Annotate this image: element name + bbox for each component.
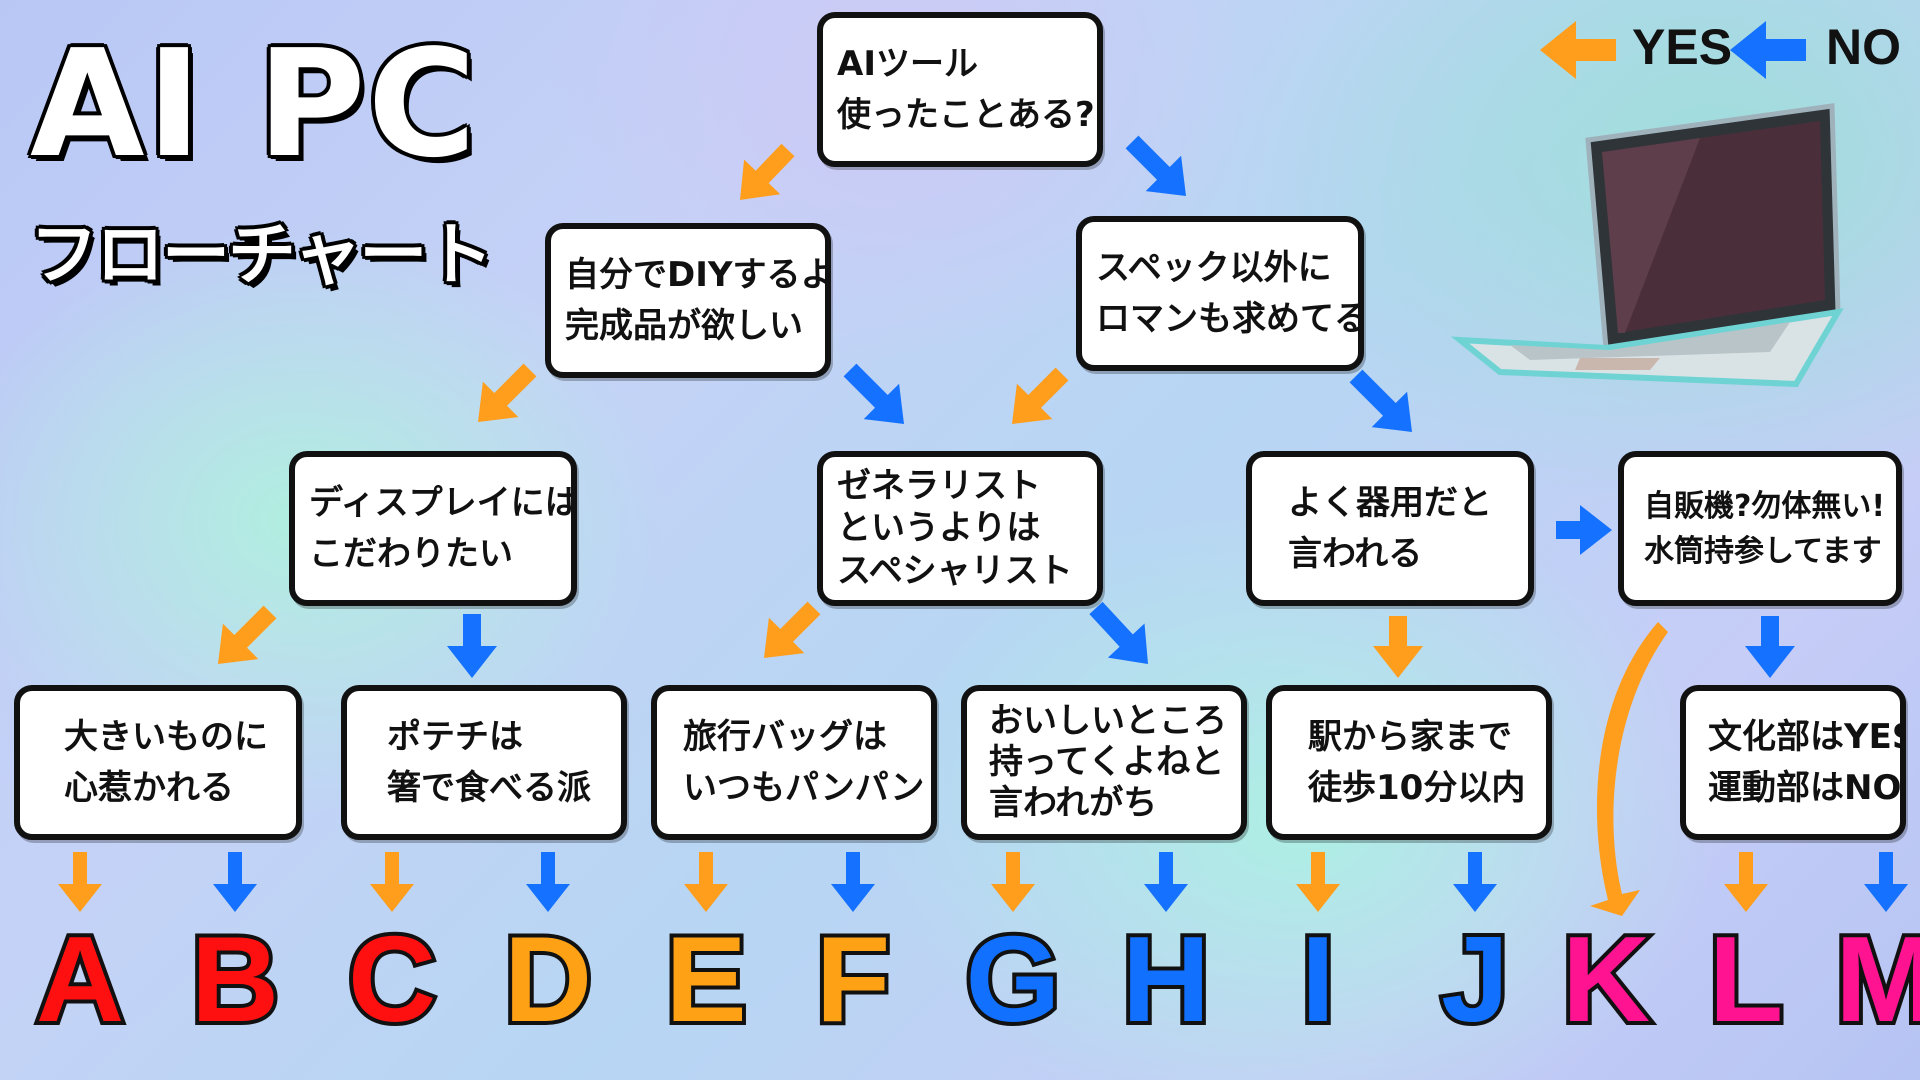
result-letter-g: G	[962, 911, 1065, 1047]
result-letter-l: L	[1705, 911, 1788, 1047]
arrow-to-result-l	[1724, 852, 1768, 912]
result-letter-j: J	[1437, 911, 1513, 1047]
title-sub: フローチャート	[30, 216, 493, 295]
arrow-q7-yes-curved	[1590, 622, 1668, 916]
question-text-line: よく器用だと	[1288, 482, 1492, 523]
question-text-line: おいしいところ	[989, 701, 1227, 742]
arrow-q4-no	[447, 614, 497, 678]
arrow-q5-yes	[764, 601, 821, 658]
question-text-line: 駅から家まで	[1308, 716, 1512, 757]
question-text-line: 言われがち	[989, 782, 1158, 823]
question-text-line: 徒歩10分以内	[1308, 767, 1526, 808]
arrow-to-result-c	[370, 852, 414, 912]
arrow-q2-no	[843, 363, 904, 424]
result-letter-d: D	[500, 911, 596, 1047]
question-box-9: ポテチは箸で食べる派	[341, 685, 627, 840]
arrow-q6-no	[1556, 505, 1612, 555]
arrow-to-result-f	[831, 852, 875, 912]
arrow-to-result-j	[1453, 852, 1497, 912]
question-text-line: というよりは	[837, 508, 1041, 549]
arrow-to-result-g	[991, 852, 1035, 912]
arrow-to-result-d	[526, 852, 570, 912]
question-text-line: 心惹かれる	[64, 767, 234, 808]
result-letter-c: C	[344, 911, 440, 1047]
arrow-q1-yes	[740, 143, 795, 200]
arrow-q5-no	[1089, 601, 1148, 664]
legend-yes-arrow-icon	[1540, 21, 1616, 79]
result-letter-i: I	[1297, 911, 1339, 1047]
arrow-q3-no	[1349, 369, 1412, 432]
question-text-line: いつもパンパン	[683, 767, 925, 808]
question-text-line: 持ってくよねと	[989, 742, 1225, 783]
result-letter-h: H	[1118, 911, 1214, 1047]
question-box-8: 大きいものに心惹かれる	[14, 685, 302, 840]
title-main: AI PC	[30, 18, 479, 190]
arrow-q3-yes	[1012, 367, 1069, 424]
arrow-q4-yes	[218, 605, 277, 664]
question-box-4: ディスプレイにはこだわりたい	[289, 451, 577, 606]
arrow-q7-no	[1745, 616, 1795, 678]
question-box-6: よく器用だと言われる	[1246, 451, 1534, 606]
question-text-line: 旅行バッグは	[683, 716, 887, 757]
arrow-q6-yes	[1373, 616, 1423, 678]
question-text-line: AIツール	[837, 43, 978, 84]
result-letter-f: F	[812, 911, 895, 1047]
arrow-to-result-i	[1296, 852, 1340, 912]
result-letter-e: E	[661, 911, 750, 1047]
arrow-q2-yes	[478, 363, 537, 422]
question-text-line: 完成品が欲しい	[565, 305, 803, 346]
legend-yes-label: YES	[1632, 19, 1733, 75]
question-box-10: 旅行バッグはいつもパンパン	[651, 685, 937, 840]
result-letter-k: K	[1558, 911, 1654, 1047]
arrow-to-result-a	[58, 852, 102, 912]
question-text-line: スペック以外に	[1096, 247, 1332, 288]
result-letter-a: A	[32, 911, 128, 1047]
question-box-11: おいしいところ持ってくよねと言われがち	[961, 685, 1247, 840]
question-text-line: 自販機?勿体無い!	[1644, 488, 1886, 524]
question-text-line: ゼネラリスト	[837, 465, 1041, 506]
result-letter-b: B	[187, 911, 283, 1047]
arrow-to-result-h	[1144, 852, 1188, 912]
question-text-line: 自分でDIYするより	[565, 254, 831, 295]
laptop-keyboard	[1510, 322, 1790, 360]
question-box-13: 文化部はYES 運動部はNO	[1680, 685, 1906, 840]
question-text-line: 大きいものに	[64, 716, 268, 757]
question-text-line: ディスプレイには	[309, 482, 577, 523]
question-text-line: 言われる	[1288, 533, 1423, 574]
laptop-illustration	[1450, 103, 1844, 388]
screen-glare	[1602, 138, 1700, 333]
arrow-to-result-e	[684, 852, 728, 912]
question-text-line: ロマンも求めてる	[1096, 298, 1364, 339]
arrow-to-result-m	[1864, 852, 1908, 912]
question-text-line: こだわりたい	[309, 533, 513, 574]
arrow-q1-no	[1125, 135, 1186, 196]
question-text-line: 使ったことある?	[837, 94, 1095, 135]
question-box-2: 自分でDIYするより完成品が欲しい	[545, 223, 831, 378]
question-text-line: 水筒持参してます	[1644, 533, 1882, 569]
question-text-line: スペシャリスト	[837, 550, 1073, 591]
question-text-line: 文化部はYES	[1708, 716, 1906, 757]
result-letter-m: M	[1831, 911, 1920, 1047]
arrow-to-result-b	[213, 852, 257, 912]
question-box-5: ゼネラリストというよりはスペシャリスト	[817, 451, 1103, 606]
laptop-trackpad	[1575, 358, 1660, 370]
question-box-3: スペック以外にロマンも求めてる	[1076, 216, 1364, 371]
question-text-line: ポテチは	[387, 716, 523, 757]
legend-no-arrow-icon	[1730, 21, 1806, 79]
question-text-line: 箸で食べる派	[387, 767, 591, 808]
question-box-1: AIツール使ったことある?	[817, 12, 1103, 167]
question-text-line: 運動部はNO	[1708, 767, 1902, 808]
legend-no-label: NO	[1826, 19, 1901, 75]
question-box-7: 自販機?勿体無い! 水筒持参してます	[1618, 451, 1902, 606]
question-box-12: 駅から家まで徒歩10分以内	[1266, 685, 1552, 840]
